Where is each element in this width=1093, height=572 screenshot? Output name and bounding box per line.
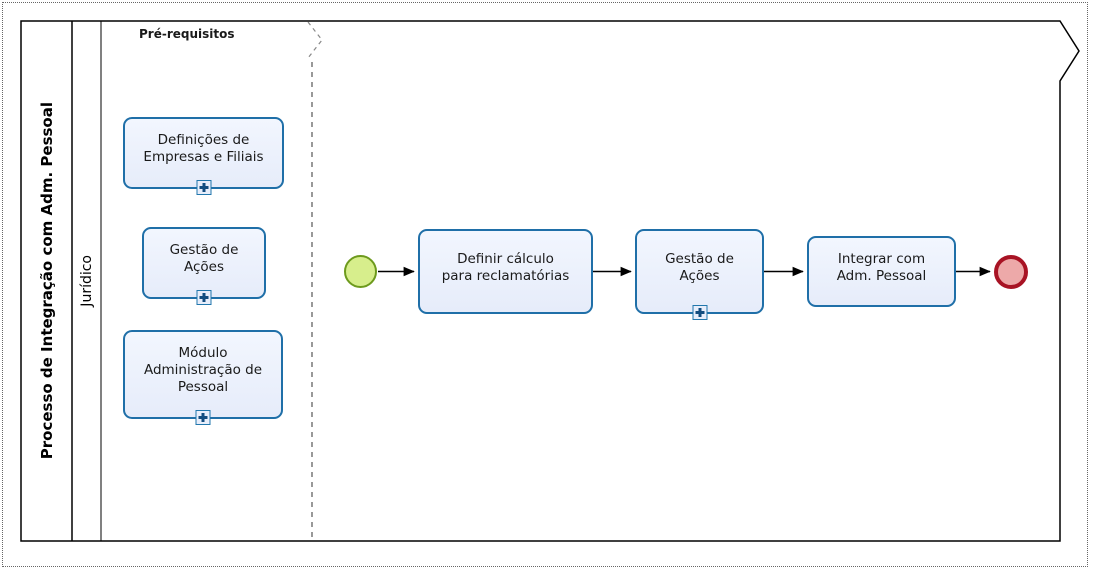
task-gestao-de-acoes[interactable]: Gestão de Ações bbox=[635, 229, 764, 320]
task-label: Módulo Administração de Pessoal bbox=[143, 345, 263, 395]
task-label: Integrar com Adm. Pessoal bbox=[836, 250, 927, 284]
pool-title: Processo de Integração com Adm. Pessoal bbox=[21, 21, 72, 541]
end-event[interactable] bbox=[994, 255, 1028, 289]
task-integrar-com-adm-pessoal[interactable]: Integrar com Adm. Pessoal bbox=[807, 236, 956, 307]
phase-label-pre-requisitos: Pré-requisitos bbox=[139, 27, 235, 41]
task-label: Gestão de Ações bbox=[665, 250, 734, 284]
prerequisite-task-definicoes-empresas-filiais[interactable]: Definições de Empresas e Filiais bbox=[123, 117, 284, 195]
lane-title-juridico: Jurídico bbox=[72, 21, 102, 541]
plus-icon[interactable] bbox=[196, 180, 211, 195]
prerequisite-task-modulo-administracao-pessoal[interactable]: Módulo Administração de Pessoal bbox=[123, 330, 283, 425]
task-label: Definir cálculo para reclamatórias bbox=[441, 250, 570, 284]
task-label: Gestão de Ações bbox=[169, 242, 239, 275]
plus-icon[interactable] bbox=[692, 305, 707, 320]
plus-icon[interactable] bbox=[195, 410, 211, 425]
plus-icon[interactable] bbox=[196, 290, 212, 305]
lane-title-label: Jurídico bbox=[79, 255, 95, 307]
prerequisite-task-gestao-de-acoes[interactable]: Gestão de Ações bbox=[142, 227, 266, 305]
task-label: Definições de Empresas e Filiais bbox=[143, 132, 264, 165]
task-definir-calculo-reclamatorias[interactable]: Definir cálculo para reclamatórias bbox=[418, 229, 593, 314]
start-event[interactable] bbox=[344, 255, 377, 288]
pool-title-label: Processo de Integração com Adm. Pessoal bbox=[37, 102, 56, 460]
